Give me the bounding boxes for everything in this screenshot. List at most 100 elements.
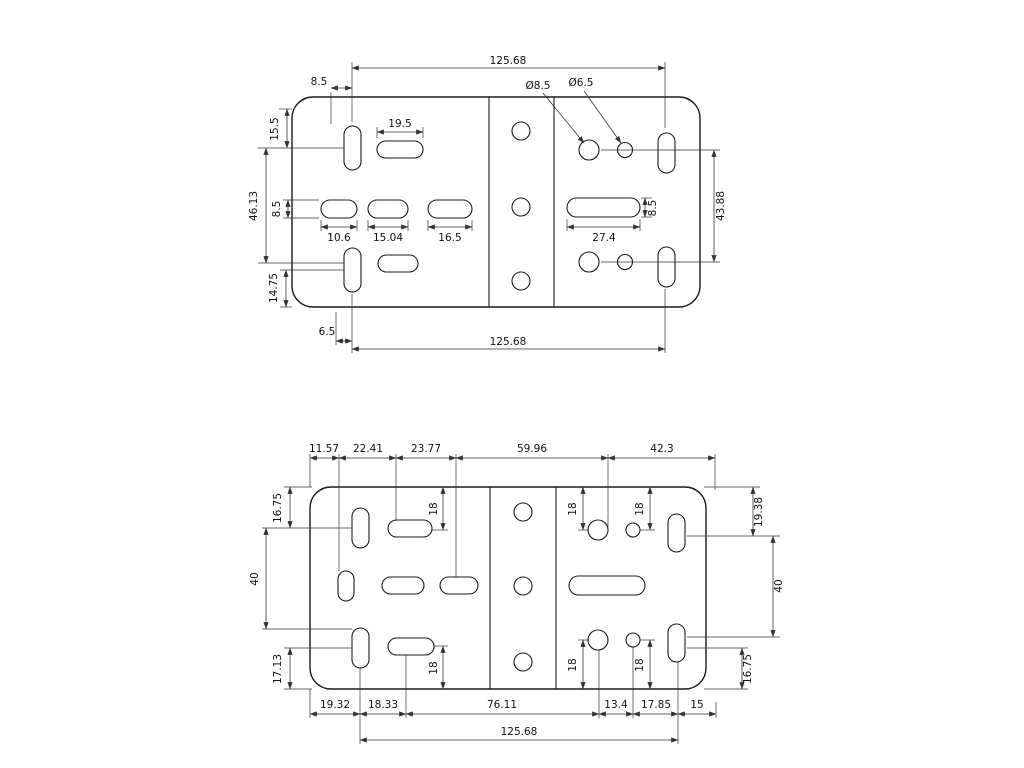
dim-right-span: 43.88 — [601, 149, 727, 263]
dim-label-chain-top-1: 11.57 — [309, 443, 339, 455]
dim-label-hole-offset-bottom-mid: 18 — [567, 658, 579, 671]
dim-hole-offset-top-right: 18 — [634, 486, 655, 531]
dim-hole-offset-top-left: 18 — [428, 486, 448, 531]
slot-bottom-left-horizontal — [377, 254, 419, 273]
dim-label-chain-bottom-3: 76.11 — [487, 699, 517, 711]
slot-mid-row-b — [367, 199, 409, 219]
dim-slot-top-length: 19.5 — [376, 118, 424, 138]
dim-slot-long: 27.4 — [566, 219, 641, 244]
slot-bottom-right-vertical-2 — [667, 623, 686, 663]
dim-label-hole-offset-top-left: 18 — [428, 502, 440, 515]
hole-top-right-large — [578, 139, 600, 161]
dim-label-left-top: 15.5 — [269, 117, 281, 140]
dim-width-bottom: 125.68 — [351, 289, 666, 353]
dim-left-bottom: 14.75 — [268, 269, 344, 308]
plate-outline-top-view — [291, 96, 701, 308]
slot-top-right-vertical-2 — [667, 513, 686, 553]
dim-label-slot-long: 27.4 — [592, 232, 616, 244]
dim-offset-bottom-left: 6.5 — [319, 312, 353, 345]
hole-top-right-large-2 — [587, 519, 609, 541]
center-hole-3 — [511, 271, 531, 291]
dim-label-offset-top-left: 8.5 — [311, 76, 328, 88]
dim-hole-offset-top-mid: 18 — [567, 486, 589, 531]
slot-bottom-left-horizontal-2 — [387, 637, 435, 656]
dim-label-left-slot-height: 8.5 — [271, 201, 283, 218]
slot-top-left-horizontal — [376, 140, 424, 159]
dim-label-right-span-2: 40 — [773, 579, 785, 592]
slot-mid-row-a — [320, 199, 358, 219]
dim-label-chain-top-2: 22.41 — [353, 443, 383, 455]
dim-label-left-span: 46.13 — [248, 191, 260, 221]
slot-top-right-vertical — [657, 132, 676, 174]
dim-label-slot-row-a: 10.6 — [327, 232, 351, 244]
dim-hole-offset-bottom-mid: 18 — [567, 639, 589, 690]
dim-dia-large: Ø8.5 — [526, 80, 585, 144]
slot-mid-left-vertical-2 — [337, 570, 355, 602]
slot-long-right — [566, 197, 641, 218]
dim-chain-top: 11.57 22.41 23.77 59.96 42.3 — [309, 443, 716, 577]
dim-label-right-top-2: 19.38 — [753, 497, 765, 527]
dim-left-top-2: 16.75 — [262, 486, 352, 529]
slot-mid-row-b-2 — [381, 576, 425, 595]
slot-bottom-left-vertical — [343, 247, 362, 293]
dim-label-slot-row-c: 16.5 — [438, 232, 461, 244]
dim-slot-row-c: 16.5 — [427, 220, 473, 244]
dim-right-slot-height: 8.5 — [641, 197, 659, 218]
bottom-view-drawing: 11.57 22.41 23.77 59.96 42.3 16.75 40 17… — [249, 443, 785, 744]
slot-top-left-horizontal-2 — [387, 519, 433, 538]
dim-label-offset-bottom-left: 6.5 — [319, 326, 336, 338]
dim-left-bottom-2: 17.13 — [272, 647, 352, 690]
dim-label-chain-top-4: 59.96 — [517, 443, 547, 455]
plate-outline-bottom-view — [309, 486, 707, 690]
dim-label-chain-top-3: 23.77 — [411, 443, 441, 455]
dim-chain-bottom: 19.32 18.33 76.11 13.4 17.85 15 — [309, 647, 717, 744]
dim-label-hole-offset-top-mid: 18 — [567, 502, 579, 515]
dim-label-chain-top-5: 42.3 — [650, 443, 673, 455]
dim-label-right-span: 43.88 — [715, 191, 727, 221]
dim-label-left-span-2: 40 — [249, 572, 261, 585]
slot-mid-row-c-2 — [439, 576, 479, 595]
dim-left-slot-height: 8.5 — [271, 199, 319, 219]
slot-top-left-vertical — [343, 125, 362, 171]
dim-left-span: 46.13 — [248, 147, 344, 264]
dim-label-right-bottom-2: 16.75 — [742, 654, 754, 684]
dim-hole-offset-bottom-right: 18 — [634, 639, 655, 690]
hole-bottom-right-small-2 — [625, 632, 641, 648]
dim-slot-row-a: 10.6 — [320, 220, 358, 244]
hole-top-right-small-2 — [625, 522, 641, 538]
dim-hole-offset-bottom-left: 18 — [428, 645, 448, 690]
dim-label-chain-bottom-6: 15 — [690, 699, 703, 711]
dim-slot-row-b: 15.04 — [367, 220, 409, 244]
hole-bottom-right-large-2 — [587, 629, 609, 651]
dim-label-dia-small: Ø6.5 — [569, 77, 594, 89]
slot-top-left-vertical-2 — [351, 507, 370, 549]
slot-bottom-left-vertical-2 — [351, 627, 370, 669]
dim-label-left-bottom: 14.75 — [268, 273, 280, 303]
dim-left-top: 15.5 — [258, 108, 344, 149]
dim-label-slot-row-b: 15.04 — [373, 232, 403, 244]
dim-label-left-bottom-2: 17.13 — [272, 654, 284, 684]
dim-left-span-2: 40 — [249, 527, 352, 630]
center-hole-2 — [511, 197, 531, 217]
dim-width-bottom-2: 125.68 — [359, 726, 679, 743]
dim-right-bottom-2: 16.75 — [687, 647, 754, 690]
center-hole-1 — [511, 121, 531, 141]
dim-label-left-top-2: 16.75 — [272, 493, 284, 523]
dim-label-chain-bottom-5: 17.85 — [641, 699, 671, 711]
hole-bottom-right-large — [578, 251, 600, 273]
dim-width-top: 125.68 — [351, 55, 666, 128]
dim-label-slot-top-length: 19.5 — [388, 118, 411, 130]
dim-label-chain-bottom-1: 19.32 — [320, 699, 350, 711]
slot-long-right-2 — [568, 575, 646, 596]
center-hole-5 — [513, 576, 533, 596]
dim-label-chain-bottom-2: 18.33 — [368, 699, 398, 711]
dim-label-width-top: 125.68 — [490, 55, 527, 67]
dim-label-width-bottom-2: 125.68 — [501, 726, 538, 738]
dim-label-hole-offset-bottom-right: 18 — [634, 658, 646, 671]
top-view-drawing: 125.68 8.5 Ø8.5 Ø6.5 15.5 46.13 — [248, 55, 727, 353]
dim-label-chain-bottom-4: 13.4 — [604, 699, 628, 711]
slot-bottom-right-vertical — [657, 246, 676, 288]
dim-right-top-2: 19.38 — [687, 486, 780, 537]
